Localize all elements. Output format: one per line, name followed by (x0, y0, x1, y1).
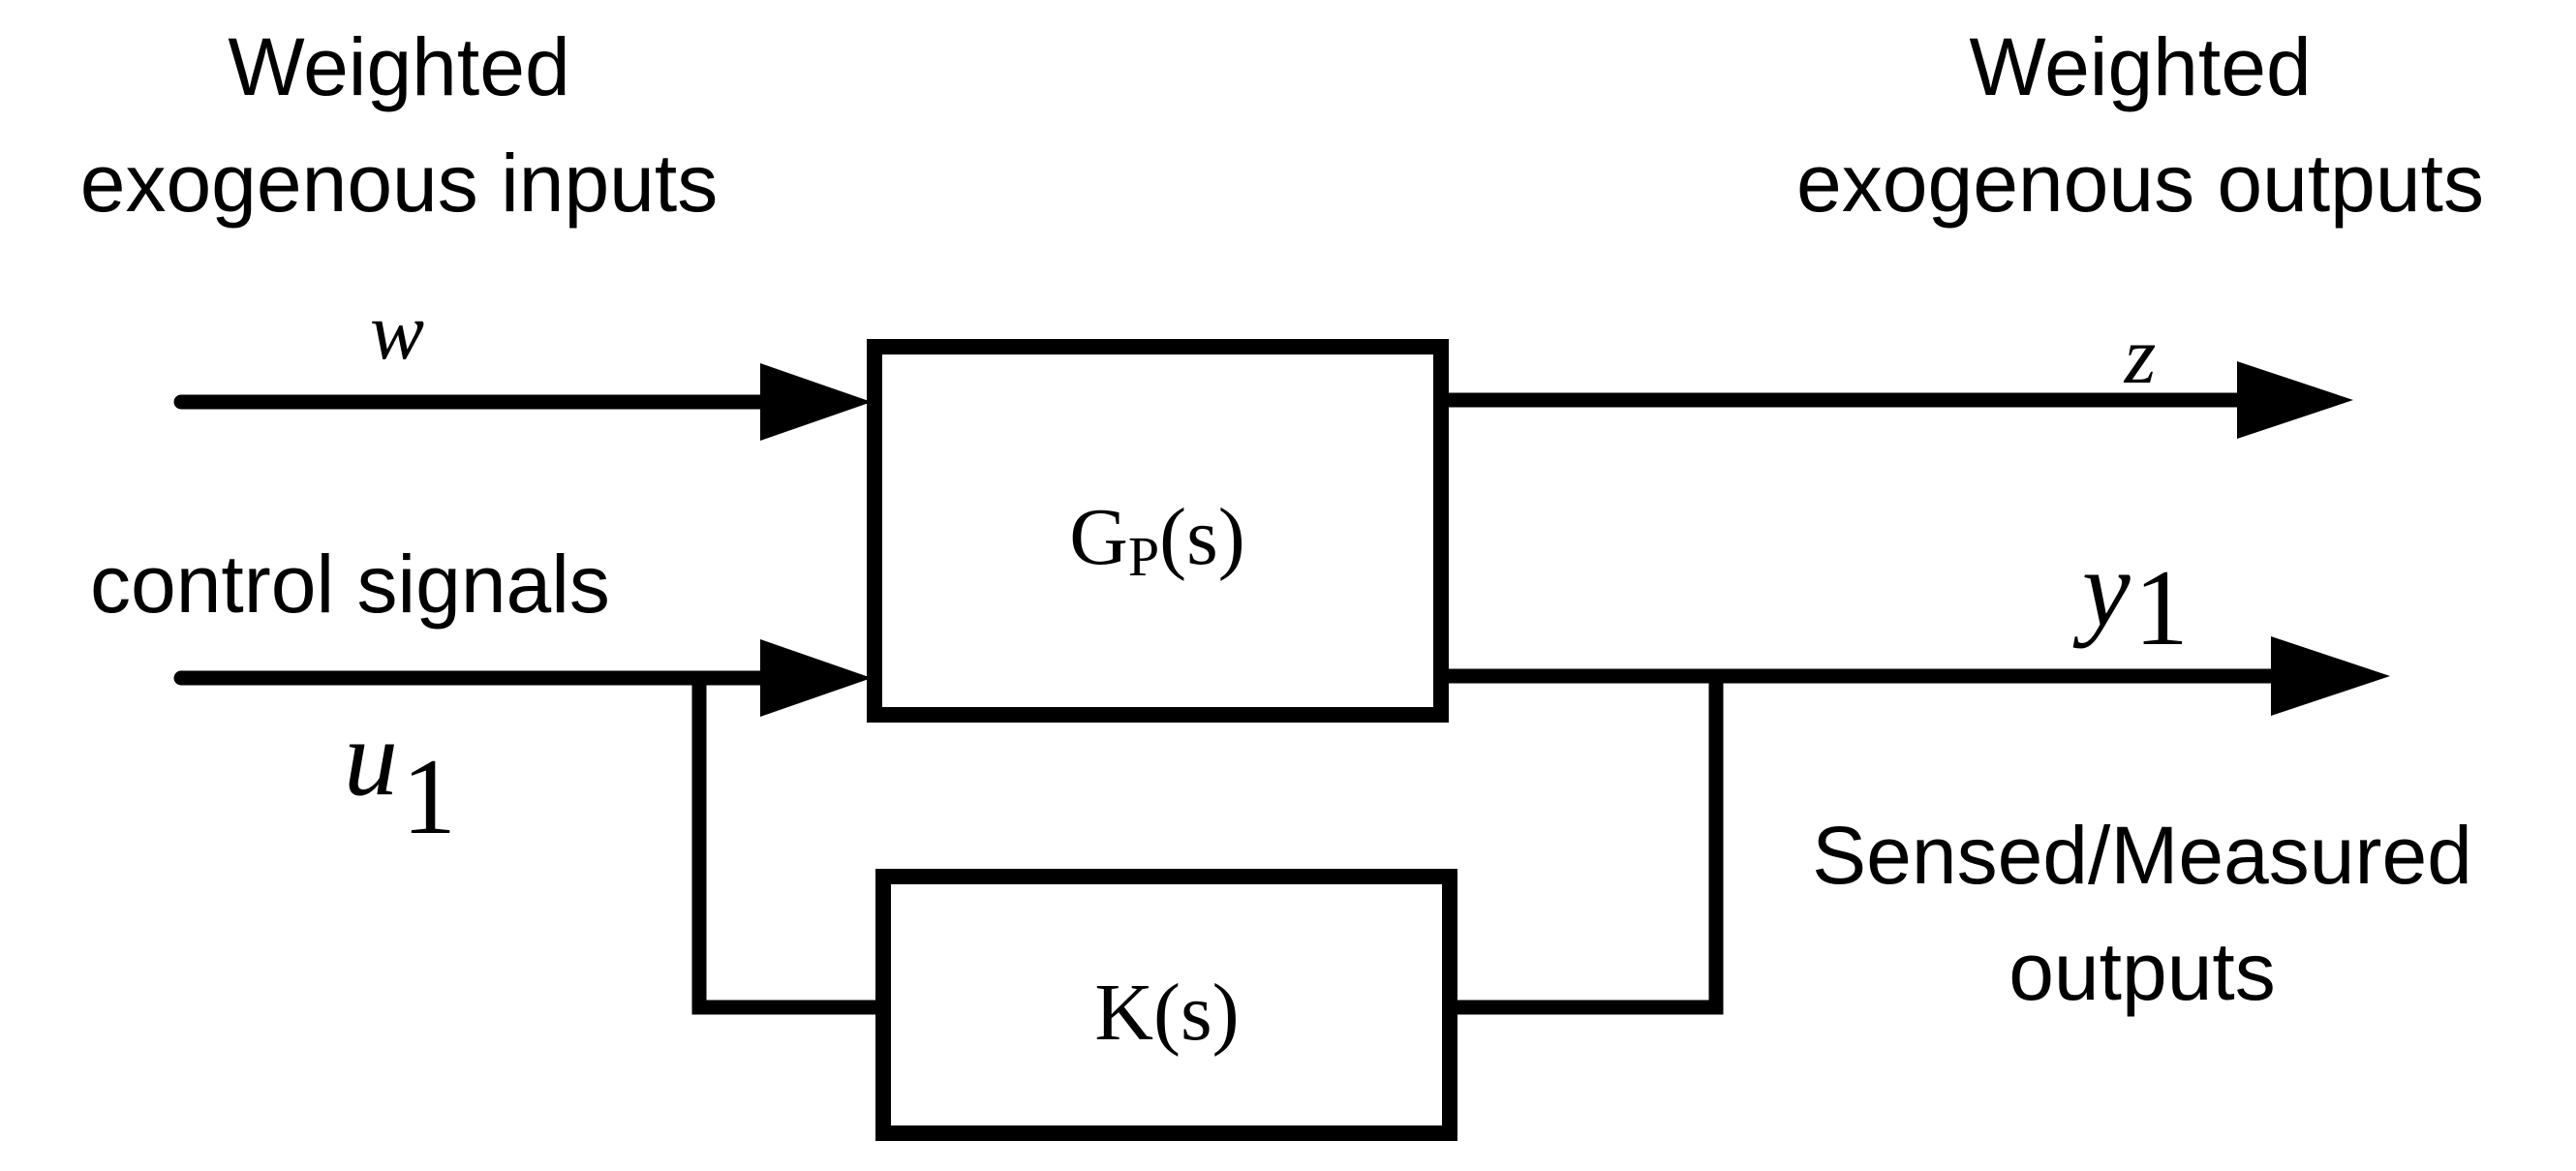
y-signal-label: y1 (2072, 529, 2189, 668)
w-arrowhead (760, 363, 872, 441)
z-signal-label: z (2124, 311, 2157, 401)
measurement-feedback-wire (1447, 668, 1724, 1015)
z-arrowhead (2237, 361, 2353, 439)
inputs-title-line1: Weighted (228, 21, 569, 112)
y-arrowhead (2271, 636, 2390, 716)
w-signal-label: w (370, 287, 424, 377)
u-arrowhead (760, 639, 872, 717)
y-symbol: y (2072, 529, 2131, 649)
y-subscript: 1 (2134, 548, 2189, 668)
measured-outputs-line1: Sensed/Measured (1812, 810, 2472, 901)
u-symbol: u (344, 698, 398, 818)
controller-block (875, 869, 1457, 1141)
controller-block-label: K(s) (1094, 968, 1239, 1058)
plant-argument: (s) (1159, 492, 1245, 582)
measured-outputs-line2: outputs (2009, 926, 2276, 1017)
outputs-title-line1: Weighted (1969, 21, 2311, 112)
plant-block (867, 339, 1449, 723)
u-signal-label: u1 (344, 698, 456, 857)
control-signals-label: control signals (90, 539, 610, 630)
outputs-title-line2: exogenous outputs (1796, 138, 2484, 229)
inputs-title-line2: exogenous inputs (80, 138, 719, 229)
u-subscript: 1 (402, 737, 456, 857)
plant-symbol: G (1069, 492, 1128, 582)
control-feedback-wire (691, 670, 884, 1015)
plant-block-label: GP(s) (1069, 492, 1245, 588)
plant-subscript: P (1128, 525, 1159, 588)
